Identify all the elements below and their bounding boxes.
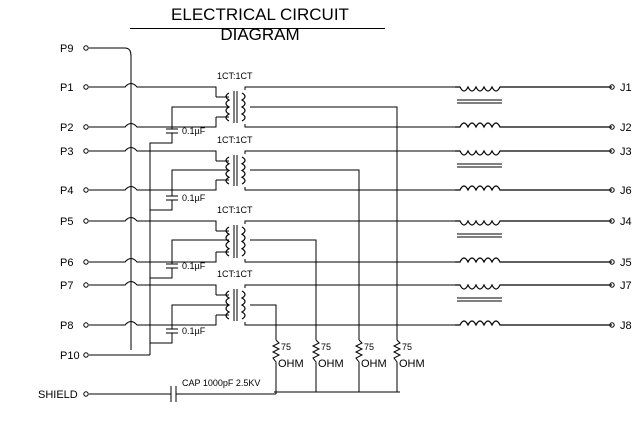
left-pin-label: P8 <box>60 320 73 332</box>
right-pin-label: J2 <box>620 122 632 134</box>
secondary-center-tap-wire <box>250 239 317 340</box>
resistor-unit-label: OHM <box>399 358 425 370</box>
choke-coil-bottom <box>455 257 612 264</box>
primary-bottom-wire <box>89 315 217 326</box>
choke-coil-bottom <box>455 185 612 192</box>
primary-top-wire <box>89 147 217 161</box>
center-tap-wire <box>171 106 216 129</box>
termination-resistor <box>311 339 321 392</box>
right-pin-label: J7 <box>620 280 632 292</box>
left-pin-terminal <box>83 45 89 51</box>
left-pin-terminal <box>83 352 89 358</box>
transformer-ratio-label: 1CT:1CT <box>217 71 253 81</box>
left-pin-terminal <box>83 187 89 193</box>
secondary-coil <box>240 92 246 122</box>
left-pin-label: P7 <box>60 280 73 292</box>
secondary-bottom-wire <box>244 259 455 263</box>
choke-coil-top <box>455 219 612 226</box>
left-pin-label: P10 <box>60 350 80 362</box>
choke-coil-bottom <box>455 122 612 129</box>
capacitor-ground-wire <box>149 333 173 353</box>
secondary-bottom-wire <box>244 124 455 128</box>
right-pin-label: J4 <box>620 216 632 228</box>
choke-coil-top <box>455 85 612 92</box>
primary-top-wire <box>89 217 217 231</box>
resistor-unit-label: OHM <box>278 358 304 370</box>
left-pin-label: P2 <box>60 122 73 134</box>
termination-resistor <box>354 339 364 392</box>
capacitor-ground-wire <box>149 133 173 153</box>
left-pin-label: P3 <box>60 146 73 158</box>
p9-vertical-rail <box>124 47 132 350</box>
secondary-bottom-wire <box>244 187 455 191</box>
transformer-ratio-label: 1CT:1CT <box>217 205 253 215</box>
secondary-center-tap-wire <box>250 169 360 340</box>
secondary-top-wire <box>244 86 455 90</box>
secondary-top-wire <box>244 220 455 224</box>
primary-top-wire <box>89 281 217 295</box>
primary-top-wire <box>89 83 217 97</box>
secondary-top-wire <box>244 284 455 288</box>
secondary-bottom-wire <box>244 322 455 326</box>
title-underline <box>130 28 385 29</box>
termination-resistor <box>392 339 402 392</box>
secondary-coil <box>240 290 246 320</box>
shield-pin-terminal <box>83 391 89 397</box>
diagram-title: ELECTRICAL CIRCUIT DIAGRAM <box>171 5 349 44</box>
center-tap-wire <box>171 169 216 196</box>
primary-bottom-wire <box>89 180 217 191</box>
capacitor-label: 0.1µF <box>182 126 206 136</box>
secondary-coil <box>240 156 246 185</box>
termination-resistor <box>271 339 281 392</box>
secondary-center-tap-wire <box>250 106 398 340</box>
secondary-top-wire <box>244 150 455 154</box>
left-pin-terminal <box>83 148 89 154</box>
left-pin-terminal <box>83 218 89 224</box>
center-tap-wire <box>171 239 216 264</box>
choke-coil-top <box>455 283 612 290</box>
right-pin-label: J6 <box>620 185 632 197</box>
resistor-unit-label: OHM <box>361 358 387 370</box>
left-pin-terminal <box>83 259 89 265</box>
left-pin-terminal <box>83 282 89 288</box>
left-pin-terminal <box>83 124 89 130</box>
left-pin-label: P4 <box>60 185 73 197</box>
secondary-center-tap-wire <box>250 304 277 340</box>
capacitor-label: 0.1µF <box>182 193 206 203</box>
center-tap-wire <box>171 304 216 329</box>
secondary-coil <box>240 226 246 257</box>
left-pin-terminal <box>83 84 89 90</box>
choke-coil-bottom <box>455 320 612 327</box>
right-pin-label: J1 <box>620 82 632 94</box>
primary-coil <box>225 226 231 257</box>
capacitor-ground-wire <box>149 200 173 220</box>
shield-cap-label: CAP 1000pF 2.5KV <box>182 378 260 388</box>
resistor-value-label: 75 <box>321 342 331 352</box>
resistor-value-label: 75 <box>364 342 374 352</box>
shield-label: SHIELD <box>38 389 78 401</box>
left-pin-label: P5 <box>60 216 73 228</box>
primary-bottom-wire <box>89 117 217 128</box>
transformer-ratio-label: 1CT:1CT <box>217 135 253 145</box>
resistor-value-label: 75 <box>402 342 412 352</box>
left-pin-terminal <box>83 322 89 328</box>
right-pin-label: J3 <box>620 146 632 158</box>
resistor-unit-label: OHM <box>318 358 344 370</box>
resistor-value-label: 75 <box>281 342 291 352</box>
capacitor-label: 0.1µF <box>182 326 206 336</box>
primary-bottom-wire <box>89 252 217 263</box>
left-pin-label: P6 <box>60 257 73 269</box>
transformer-ratio-label: 1CT:1CT <box>217 269 253 279</box>
left-pin-label: P9 <box>60 43 73 55</box>
left-pin-label: P1 <box>60 82 73 94</box>
capacitor-label: 0.1µF <box>182 261 206 271</box>
right-pin-label: J8 <box>620 320 632 332</box>
choke-coil-top <box>455 149 612 156</box>
right-pin-label: J5 <box>620 257 632 269</box>
